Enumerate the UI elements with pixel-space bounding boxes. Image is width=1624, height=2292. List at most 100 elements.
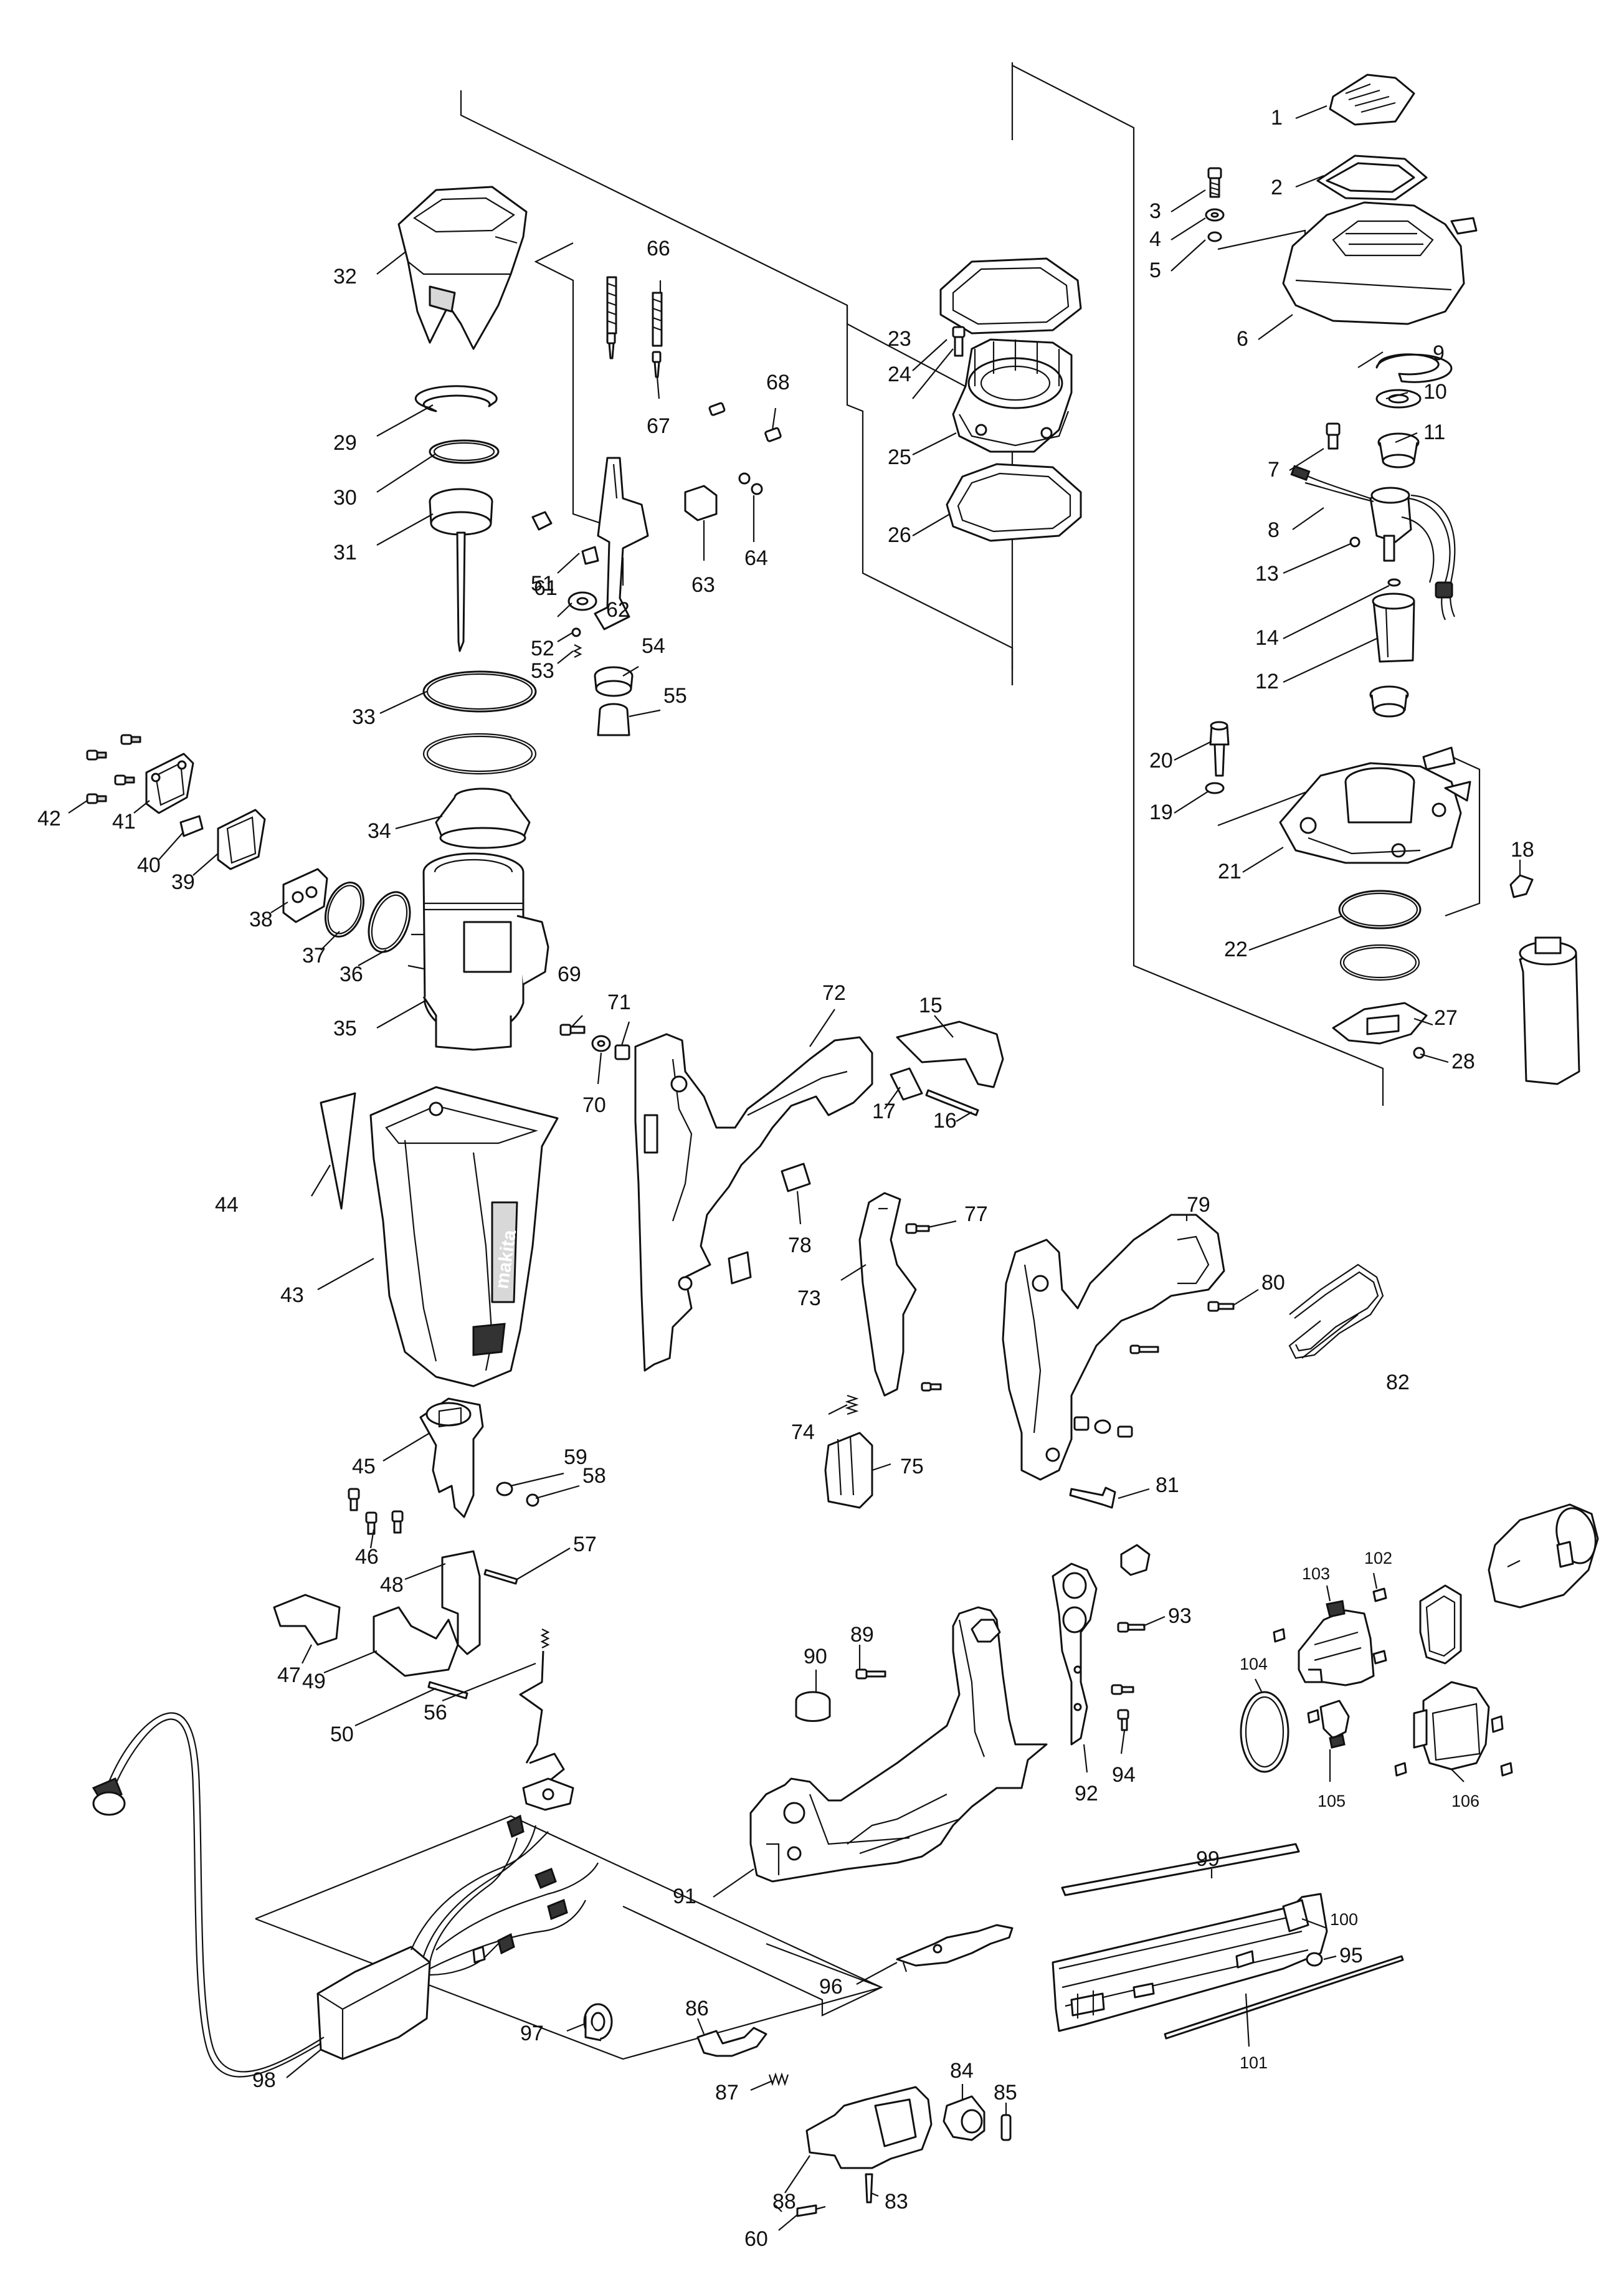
- label-81: 81: [1156, 1473, 1179, 1497]
- bushing-part-84: [943, 2095, 985, 2141]
- label-94: 94: [1112, 1763, 1136, 1787]
- cover-plate-part-41: [145, 753, 194, 814]
- clip-part-18: [1509, 874, 1534, 898]
- rod-part-101: [1164, 1955, 1404, 2040]
- sleeve-part-12: [1372, 592, 1415, 663]
- washer-part-70: [591, 1035, 611, 1052]
- label-68: 68: [766, 371, 790, 394]
- label-26: 26: [888, 523, 911, 547]
- spring-part-74: [845, 1394, 859, 1415]
- controller-part-98: [316, 1946, 431, 2060]
- switch-part-63: [684, 485, 718, 521]
- gasket-part-2: [1316, 155, 1428, 201]
- label-64: 64: [744, 546, 768, 570]
- label-42: 42: [37, 807, 61, 830]
- screw-part-94: [1111, 1684, 1134, 1731]
- bracket-part-86: [696, 2027, 767, 2057]
- label-66: 66: [647, 237, 670, 260]
- cylinder-head-part-21: [1279, 746, 1471, 864]
- label-27: 27: [1434, 1006, 1458, 1030]
- handle-frame-part-72: [634, 1033, 873, 1372]
- sleeve-part-71: [614, 1044, 630, 1060]
- label-79: 79: [1187, 1193, 1210, 1217]
- cylinder-part-35: [407, 852, 549, 1051]
- o-ring-part-36: [368, 891, 411, 953]
- label-14: 14: [1255, 626, 1279, 650]
- label-57: 57: [573, 1533, 597, 1556]
- label-99: 99: [1196, 1847, 1220, 1871]
- washer-part-10: [1375, 389, 1422, 409]
- label-part-44: [320, 1092, 356, 1210]
- retaining-ring-part-9: [1375, 353, 1453, 383]
- label-7: 7: [1268, 458, 1280, 482]
- hook-part-82: [1288, 1263, 1384, 1359]
- leader-lines: [68, 105, 1521, 2231]
- washer-part-4: [1205, 208, 1225, 222]
- ball-part-13: [1349, 536, 1360, 548]
- fan-housing-part-25: [952, 338, 1073, 453]
- label-35: 35: [333, 1017, 357, 1040]
- label-40: 40: [137, 854, 161, 877]
- label-36: 36: [340, 963, 363, 986]
- o-ring-part-104: [1240, 1691, 1289, 1773]
- terminal-part-105: [1307, 1700, 1350, 1749]
- label-72: 72: [822, 981, 846, 1005]
- label-59: 59: [564, 1445, 587, 1469]
- label-53: 53: [531, 659, 554, 683]
- label-83: 83: [885, 2190, 908, 2214]
- label-90: 90: [804, 1645, 827, 1668]
- label-10: 10: [1423, 380, 1447, 404]
- seal-part-103b: [1419, 1584, 1462, 1665]
- label-98: 98: [252, 2068, 276, 2092]
- label-56: 56: [424, 1701, 447, 1724]
- spring-part-56: [519, 1629, 565, 1783]
- label-16: 16: [933, 1109, 957, 1133]
- screw-part-89: [855, 1668, 886, 1680]
- screw-part-93: [1117, 1622, 1146, 1633]
- label-60: 60: [744, 2227, 768, 2251]
- nut-part-59: [496, 1481, 513, 1496]
- label-20: 20: [1149, 749, 1173, 773]
- screw-part-28: [1413, 1047, 1425, 1059]
- screw-part-69: [559, 1024, 586, 1036]
- knob-part-55: [597, 703, 630, 736]
- label-49: 49: [302, 1670, 326, 1693]
- label-100: 100: [1330, 1910, 1358, 1929]
- piston-part-31: [429, 488, 493, 652]
- label-44: 44: [215, 1193, 239, 1217]
- label-55: 55: [663, 684, 687, 708]
- label-52: 52: [531, 637, 554, 660]
- label-24: 24: [888, 363, 911, 386]
- screw-part-58: [526, 1493, 539, 1507]
- ferrite-core-part-97: [583, 2003, 613, 2042]
- bushing-part-11b: [1369, 685, 1409, 718]
- screw-part-24: [952, 326, 966, 357]
- pin-part-83: [865, 2173, 873, 2204]
- trigger-part-75: [824, 1432, 873, 1509]
- label-28: 28: [1451, 1050, 1475, 1073]
- label-84: 84: [950, 2059, 974, 2083]
- housing-part-43: [369, 1086, 559, 1387]
- label-106: 106: [1451, 1792, 1479, 1810]
- o-ring-part-22b: [1339, 944, 1420, 981]
- label-105: 105: [1318, 1792, 1346, 1810]
- gasket-part-39: [217, 809, 266, 870]
- rod-set-part-66: [606, 276, 663, 347]
- label-75: 75: [900, 1455, 924, 1478]
- o-ring-part-22: [1338, 890, 1422, 930]
- label-45: 45: [352, 1455, 376, 1478]
- label-70: 70: [582, 1093, 606, 1117]
- label-32: 32: [333, 265, 357, 288]
- cap-cover-part-1: [1329, 74, 1415, 126]
- top-frame-part-32: [397, 186, 528, 350]
- label-63: 63: [691, 573, 715, 597]
- label-96: 96: [819, 1975, 843, 1999]
- latch-part-96: [896, 1924, 1014, 1967]
- label-88: 88: [772, 2190, 796, 2214]
- label-102: 102: [1364, 1549, 1392, 1567]
- label-67: 67: [647, 414, 670, 438]
- label-103: 103: [1302, 1564, 1330, 1583]
- screw-part-77: [905, 1223, 930, 1234]
- handle-frame-part-79: [1002, 1214, 1225, 1481]
- label-3: 3: [1149, 199, 1161, 223]
